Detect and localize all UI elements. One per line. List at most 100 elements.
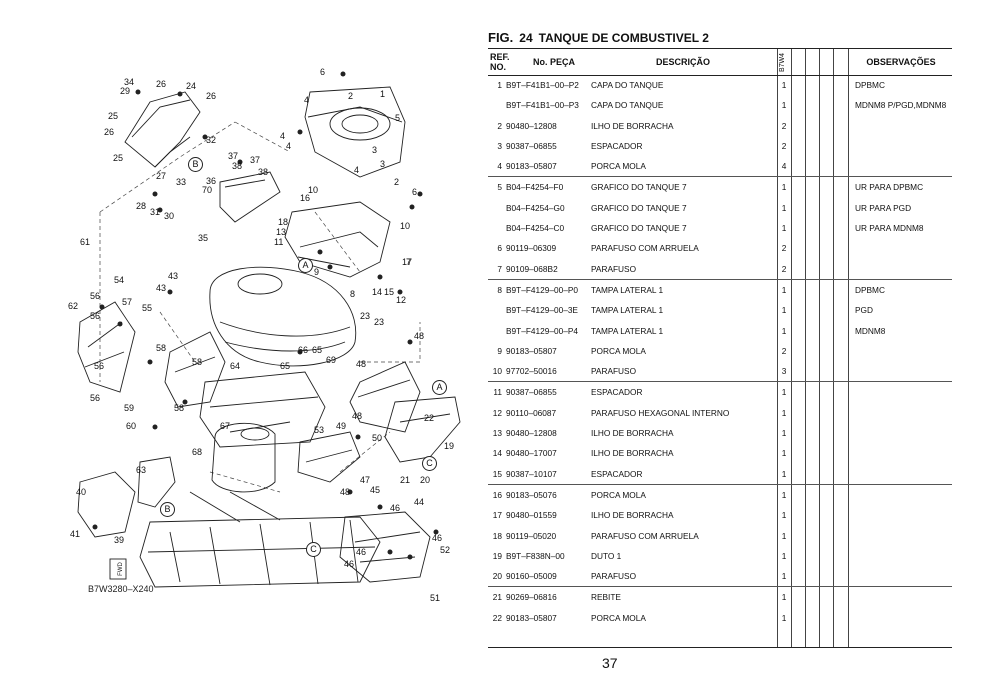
callout: 26 [104,127,115,137]
row-description: TAMPA LATERAL 1 [591,305,664,316]
row-part-no: 90387–06855 [506,387,557,398]
row-quantity: 1 [781,571,787,582]
callout: 41 [70,529,81,539]
row-ref: 5 [497,182,502,193]
callout: 10 [400,221,411,231]
callout: 14 [372,287,383,297]
callout: 1 [380,89,386,99]
row-part-no: B04–F4254–F0 [506,182,564,193]
row-ref: 11 [493,387,502,398]
reference-circle: A [298,258,313,273]
reference-circle: B [188,157,203,172]
callout: 23 [360,311,371,321]
row-part-no: 90160–05009 [506,571,557,582]
row-part-no: B9T–F41B1–00–P3 [506,100,579,111]
row-description: GRAFICO DO TANQUE 7 [591,182,687,193]
callout: 30 [164,211,175,221]
callout: 4 [280,131,286,141]
callout: 51 [430,593,441,603]
row-part-no: 90480–12808 [506,120,557,131]
column-rule [805,49,806,647]
header-description: DESCRIÇÃO [655,57,710,67]
row-quantity: 2 [781,140,787,151]
row-ref: 1 [497,80,502,90]
row-description: PARAFUSO [591,263,637,274]
callout: 2 [348,91,354,101]
row-part-no: B9T–F4129–00–P4 [506,325,578,336]
row-part-no: B04–F4254–G0 [506,202,565,213]
callout: 48 [414,331,425,341]
row-quantity: 4 [781,161,787,172]
callout: 50 [372,433,383,443]
row-quantity: 1 [781,530,787,541]
header-ref-no: REF. NO. [490,52,510,72]
row-part-no: 97702–50016 [506,366,557,377]
row-quantity: 1 [781,612,787,623]
callout: 37 [250,155,261,165]
row-part-no: 90183–05076 [506,489,557,500]
row-ref: 6 [497,243,502,254]
callout: 2 [394,177,400,187]
callout: 67 [220,421,231,431]
parts-drawing: FWD [77,71,461,588]
callout: 46 [432,533,443,543]
reference-circle: A [432,380,447,395]
callout: 28 [136,201,147,211]
callout: 19 [444,441,455,451]
callout: 49 [336,421,347,431]
callout: 8 [350,289,356,299]
callout: 59 [124,403,135,413]
row-quantity: 1 [781,305,787,316]
row-ref: 9 [497,345,502,356]
row-ref: 10 [492,366,502,377]
row-description: PARAFUSO HEXAGONAL INTERNO [591,407,730,418]
reference-circle: C [306,542,321,557]
callout: 17 [402,257,413,267]
callout: 69 [326,355,337,365]
callout: 43 [168,271,179,281]
callout: 60 [126,421,137,431]
header-part-no: No. PEÇA [532,57,575,67]
column-rule [791,49,792,647]
row-description: ILHO DE BORRACHA [591,510,674,521]
fig-number: 24 [519,31,533,45]
callout: 53 [314,425,325,435]
row-quantity: 1 [781,284,787,295]
row-description: REBITE [591,592,621,603]
row-part-no: 90183–05807 [506,345,557,356]
row-description: PORCA MOLA [591,161,646,172]
row-ref: 17 [492,510,502,521]
row-quantity: 1 [781,100,787,111]
callout: 26 [206,91,217,101]
callout: 56 [90,393,101,403]
row-ref: 12 [492,407,502,418]
row-description: TAMPA LATERAL 1 [591,325,664,336]
row-ref: 15 [492,468,502,479]
row-part-no: 90183–05807 [506,161,557,172]
row-quantity: 2 [781,243,787,254]
row-description: PARAFUSO COM ARRUELA [591,243,699,254]
callout: 3 [380,159,386,169]
callout: 56 [90,311,101,321]
fig-label: FIG. [488,30,514,45]
row-quantity: 1 [781,325,787,336]
callout: 68 [192,447,203,457]
row-quantity: 2 [781,263,787,274]
callout: 38 [258,167,269,177]
row-part-no: 90480–01559 [506,510,557,521]
row-quantity: 1 [781,182,787,193]
callout: 16 [300,193,311,203]
row-description: PARAFUSO [591,366,637,377]
row-quantity: 3 [781,366,787,377]
callout: 58 [156,343,167,353]
